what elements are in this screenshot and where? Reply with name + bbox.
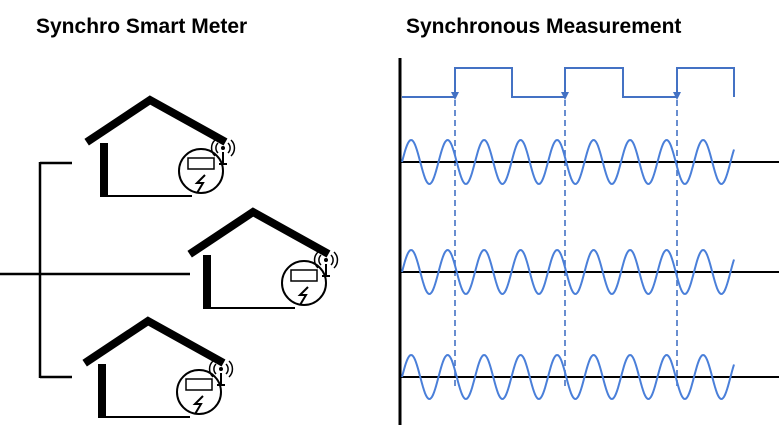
synchronous-measurement-panel [398, 58, 779, 425]
lightning-bolt-icon [194, 174, 206, 194]
smart-meter-icon [281, 260, 327, 306]
house-3 [82, 316, 234, 418]
antenna-icon [313, 251, 339, 277]
house-1 [84, 95, 236, 197]
sync-pulse-signal [402, 67, 735, 98]
lightning-bolt-icon [297, 286, 309, 306]
lightning-bolt-icon [192, 395, 204, 415]
house-icon [82, 316, 226, 367]
smart-meter-icon [176, 369, 222, 415]
measured-waveform-2 [401, 248, 735, 296]
measured-waveform-1 [401, 138, 735, 186]
distribution-network [0, 161, 190, 379]
smart-meter-icon [178, 148, 224, 194]
house-2 [187, 207, 339, 309]
antenna-icon [208, 360, 234, 386]
antenna-icon [210, 139, 236, 165]
right-panel-title: Synchronous Measurement [406, 15, 682, 38]
measured-waveform-3 [401, 353, 735, 401]
house-icon [187, 207, 331, 258]
left-panel-title: Synchro Smart Meter [36, 15, 248, 38]
house-icon [84, 95, 228, 146]
